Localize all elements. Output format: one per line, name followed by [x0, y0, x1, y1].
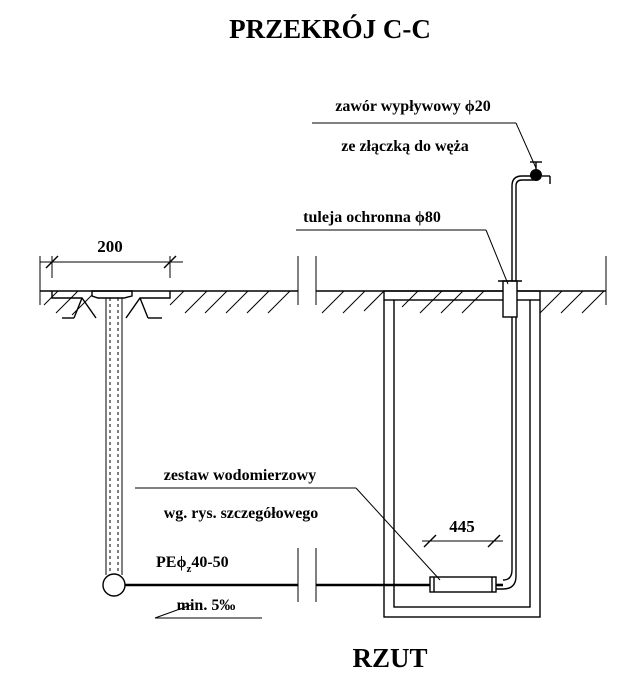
dimension-200-label: 200 [97, 237, 123, 256]
dimension-445 [422, 534, 503, 548]
soil-hatching [43, 290, 605, 316]
break-lines-ground [39, 256, 607, 305]
protective-sleeve [502, 280, 518, 318]
dimension-445-label: 445 [449, 517, 475, 536]
section-title: PRZEKRÓJ C-C [229, 14, 431, 44]
meter-shaft [383, 290, 541, 618]
pipe-spec-label: PEϕz40-50 [156, 554, 229, 575]
valve-label-line2: ze złączką do węża [341, 138, 469, 155]
left-pipe-bottom-circle [102, 573, 126, 597]
water-meter-set [429, 576, 497, 593]
valve-label-line1: zawór wypływowy ϕ20 [335, 98, 490, 115]
slope-label: min. 5‰ [177, 597, 236, 614]
sleeve-label: tuleja ochronna ϕ80 [303, 209, 441, 226]
dimension-200 [40, 255, 183, 278]
meter-label-line1: zestaw wodomierzowy [164, 467, 316, 484]
riser-pipe [496, 175, 534, 590]
plan-title: RZUT [352, 643, 427, 673]
left-vertical-pipe [105, 298, 123, 575]
break-lines-pipe [297, 548, 317, 602]
left-well-cover [51, 290, 171, 319]
meter-label-line2: wg. rys. szczegółowego [164, 505, 319, 522]
